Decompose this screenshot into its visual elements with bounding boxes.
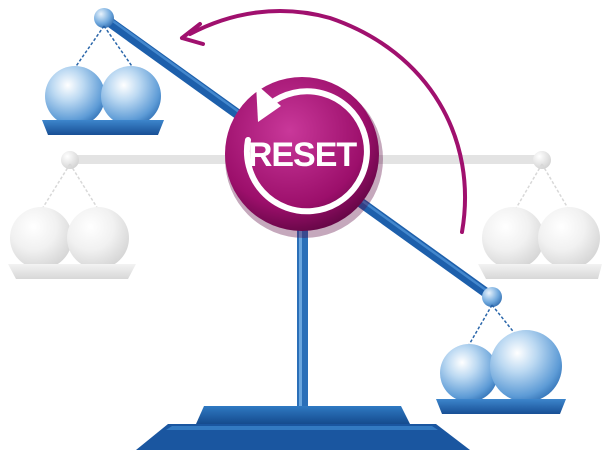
reset-ring-arrowhead — [256, 84, 281, 122]
left-string — [71, 25, 105, 73]
ghost-left-knob — [61, 151, 79, 169]
ghost-right-pan — [478, 264, 602, 279]
scale-stand — [136, 228, 470, 450]
left-pan — [42, 120, 164, 135]
rotation-arrowhead — [180, 22, 205, 46]
right-weight-large — [490, 330, 562, 402]
right-weight — [440, 344, 498, 402]
left-string — [103, 25, 137, 73]
right-pan — [436, 399, 566, 414]
reset-ring — [243, 88, 370, 215]
left-weight — [45, 66, 105, 126]
ghost-scale — [8, 151, 602, 279]
reset-label: RESET — [248, 136, 358, 174]
tilted-beam-group — [42, 8, 566, 414]
scale-base-shine — [166, 426, 438, 430]
scale-pole-highlight — [299, 228, 302, 414]
ghost-left-pan — [8, 264, 136, 279]
right-hanger-knob — [482, 287, 502, 307]
right-string — [465, 304, 493, 351]
curved-arrow-icon — [180, 9, 467, 234]
ghost-left-weight — [10, 207, 72, 269]
left-weight — [101, 66, 161, 126]
ghost-right-weight — [482, 207, 544, 269]
rotation-arc — [188, 9, 467, 234]
ghost-left-weight — [67, 207, 129, 269]
scale-base-bottom — [136, 424, 470, 450]
ghost-right-knob — [533, 151, 551, 169]
reset-button[interactable]: RESET — [225, 77, 383, 238]
circular-arrow-icon — [243, 84, 370, 215]
ghost-right-weight — [538, 207, 600, 269]
scale-base-top — [196, 406, 410, 424]
left-hanger-knob — [94, 8, 114, 28]
scale-pole — [297, 228, 308, 414]
